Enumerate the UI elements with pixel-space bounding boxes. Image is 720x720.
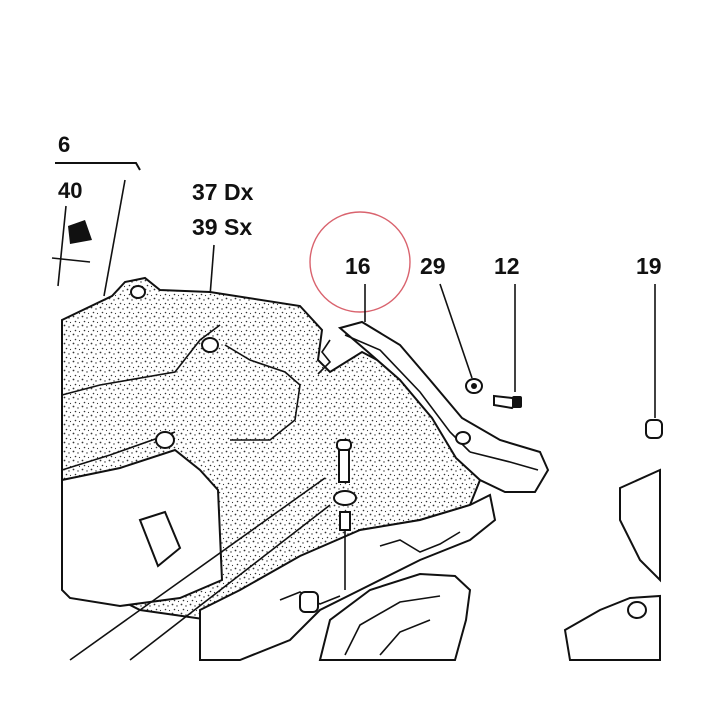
panel-contour-1 [61,324,221,396]
highlight-circle [309,211,411,313]
bracket-lip [469,451,539,471]
bracket-hole [455,431,471,445]
oval-plate [318,572,472,661]
panel-contour-3 [224,344,301,441]
lower-frame [199,493,497,661]
label-37-dx: 37 Dx [192,179,254,205]
panel-hole-3 [155,431,175,449]
sticker-edge [51,257,91,263]
plate-inner-1 [344,595,441,656]
leader-6 [55,162,141,171]
frame-tabs-2 [379,531,461,553]
washer [333,490,357,506]
right-frame-hole [627,601,647,619]
washer-29-hole [471,383,477,389]
bolt-19-head [645,419,663,439]
bracket-clip [317,339,332,375]
leader-bottom-1 [69,477,326,661]
label-39-sx: 39 Sx [192,214,252,240]
bracket-part-16 [337,320,550,493]
leader-bottom-2 [129,504,331,661]
label-29: 29 [420,253,446,279]
panel-hole-2 [201,337,219,353]
screw-head [512,396,522,408]
leader-37-39 [209,244,215,297]
callout-37-39: 37 Dx 39 Sx [192,179,254,297]
bolt-19 [645,419,663,439]
callout-40: 40 [51,178,92,287]
panel-hole-1 [130,285,146,299]
label-16: 16 [345,253,371,279]
bolt-shank [338,449,350,483]
screw-12 [493,394,522,410]
leader-6-line [103,179,126,297]
bolt-stack [299,439,357,613]
label-19: 19 [636,253,662,279]
panel-contour-2 [61,431,176,471]
right-cover-fragment [619,468,661,583]
bolt-head [336,439,352,451]
callout-6: 6 [55,132,141,171]
leader-40 [57,205,67,287]
label-6: 6 [58,132,70,157]
cover-vent [138,510,182,568]
sticker-icon [68,220,92,244]
nut-bottom [299,591,319,613]
leader-29 [439,283,473,379]
label-12: 12 [494,253,520,279]
front-cover-panel [61,448,224,608]
plate-inner-2 [379,619,431,656]
label-40: 40 [58,178,82,203]
spacer [339,511,351,531]
